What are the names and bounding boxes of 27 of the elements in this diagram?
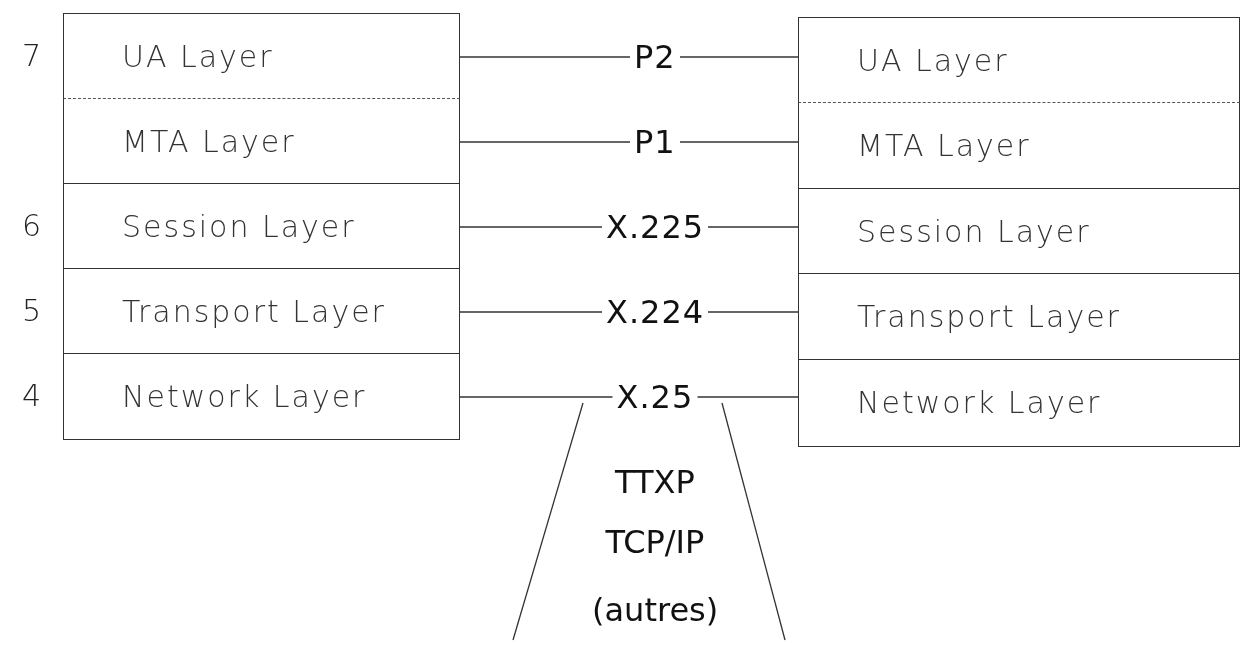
connector-line [459,226,603,228]
protocol-label: TCP/IP [605,523,705,561]
layer-number: 4 [22,377,42,413]
layer-number: 6 [22,207,42,243]
layer-box: Transport Layer [798,273,1240,361]
layer-box: Network Layer [798,359,1240,447]
connector-line [696,396,799,398]
layer-box: Session Layer [798,188,1240,275]
connector-line [459,311,603,313]
layer-box: Session Layer [63,183,460,270]
connector-line [459,396,614,398]
layer-box: MTA Layer [63,98,460,185]
connector-line [679,141,799,143]
connector-line [679,56,799,58]
layer-box: UA Layer [63,13,460,100]
layer-box: MTA Layer [798,102,1240,190]
layer-box: UA Layer [798,17,1240,104]
protocol-label: TTXP [615,463,695,501]
connector-line [459,141,631,143]
layer-box: Transport Layer [63,268,460,355]
connector-line [707,311,799,313]
connector-line [707,226,799,228]
layer-number: 5 [22,292,42,328]
layer-box: Network Layer [63,353,460,440]
protocol-label: (autres) [592,591,719,629]
layer-number: 7 [22,37,42,73]
connector-line [459,56,631,58]
